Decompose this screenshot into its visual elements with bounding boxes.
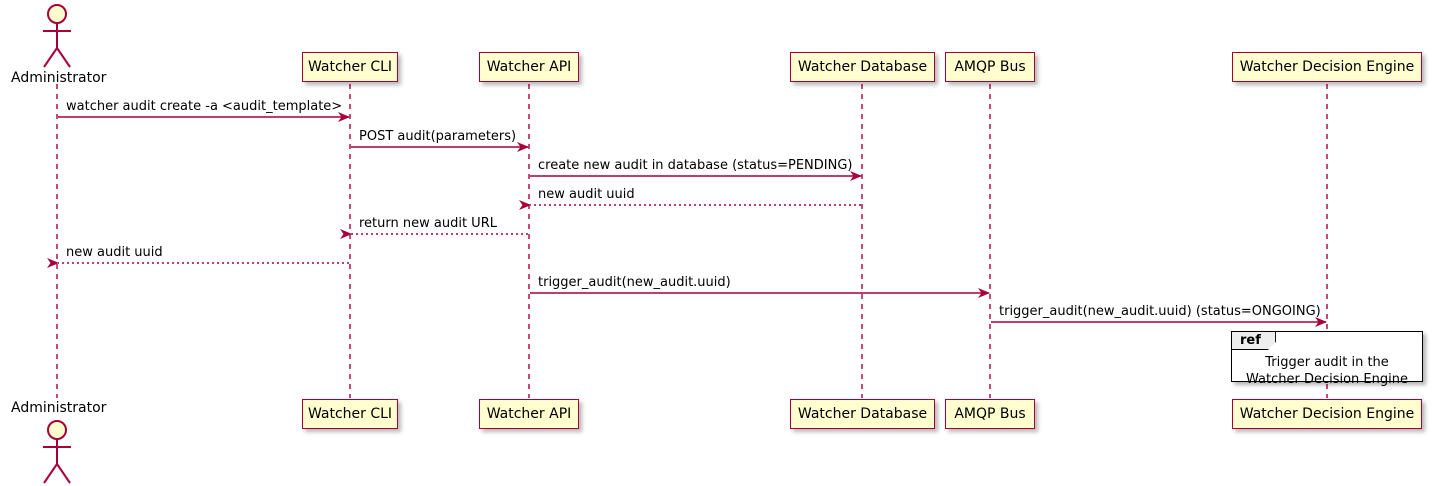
participant-wde-bottom[interactable]: Watcher Decision Engine [1232, 399, 1422, 429]
ref-fragment-line-1: Trigger audit in the [1265, 355, 1389, 370]
actor-label-bottom: Administrator [11, 400, 107, 416]
message-label-5: return new audit URL [359, 216, 497, 231]
participant-amqp-bottom[interactable]: AMQP Bus [945, 399, 1035, 429]
actor-figure-top [43, 4, 71, 68]
participant-db-bottom[interactable]: Watcher Database [790, 399, 935, 429]
message-label-1: watcher audit create -a <audit_template> [66, 99, 343, 114]
participant-db-top[interactable]: Watcher Database [790, 52, 935, 82]
message-label-3: create new audit in database (status=PEN… [538, 158, 853, 173]
participant-api-bottom[interactable]: Watcher API [479, 399, 579, 429]
participant-label: Watcher Decision Engine [1239, 59, 1415, 75]
participant-label: AMQP Bus [954, 59, 1026, 75]
ref-fragment-line-2: Watcher Decision Engine [1246, 372, 1408, 387]
actor-label-top: Administrator [11, 70, 107, 86]
participant-label: Watcher CLI [307, 59, 393, 75]
participant-label: AMQP Bus [954, 406, 1026, 422]
message-label-7: trigger_audit(new_audit.uuid) [538, 275, 731, 290]
participant-wde-top[interactable]: Watcher Decision Engine [1232, 52, 1422, 82]
participant-api-top[interactable]: Watcher API [479, 52, 579, 82]
participant-label: Watcher Database [797, 59, 928, 75]
participant-cli-top[interactable]: Watcher CLI [302, 52, 398, 82]
message-label-4: new audit uuid [538, 187, 635, 202]
participant-label: Watcher API [486, 406, 572, 422]
participant-cli-bottom[interactable]: Watcher CLI [302, 399, 398, 429]
participant-label: Watcher Decision Engine [1239, 406, 1415, 422]
participant-amqp-top[interactable]: AMQP Bus [945, 52, 1035, 82]
actor-figure-bottom [43, 420, 71, 484]
participant-label: Watcher Database [797, 406, 928, 422]
message-label-2: POST audit(parameters) [359, 129, 517, 144]
message-label-8: trigger_audit(new_audit.uuid) (status=ON… [999, 304, 1321, 319]
message-label-6: new audit uuid [66, 245, 163, 260]
ref-fragment-tab: ref [1232, 332, 1276, 350]
participant-label: Watcher CLI [307, 406, 393, 422]
participant-label: Watcher API [486, 59, 572, 75]
